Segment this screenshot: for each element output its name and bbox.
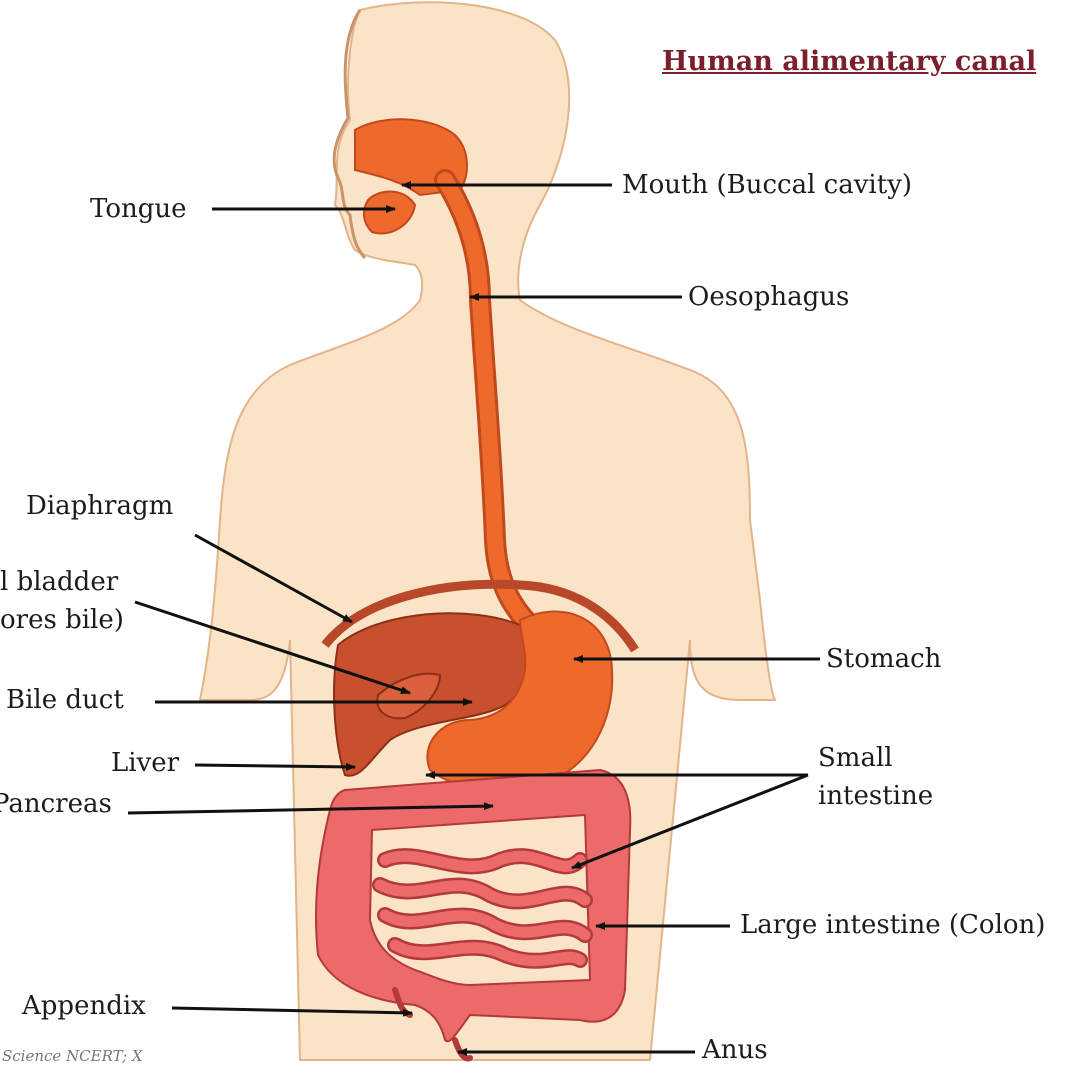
label-stomach: Stomach xyxy=(826,644,942,674)
label-small-intestine-line1: Small xyxy=(818,743,893,773)
diaphragm-leader xyxy=(194,533,353,624)
label-gall-bladder-line1: l bladder xyxy=(0,567,119,597)
label-appendix: Appendix xyxy=(22,991,146,1021)
label-diaphragm: Diaphragm xyxy=(26,491,174,521)
small-intestine-coil-fill xyxy=(374,850,591,967)
diaphragm-band xyxy=(321,579,639,653)
face-profile xyxy=(332,9,367,260)
small-intestine-organ xyxy=(372,848,593,969)
small-intestine-leader-2 xyxy=(571,773,809,870)
pancreas-leader xyxy=(127,802,494,815)
label-gall-bladder-line2: ores bile) xyxy=(0,605,124,635)
label-large-intestine: Large intestine (Colon) xyxy=(740,910,1046,940)
leader-lines xyxy=(127,181,820,1056)
label-mouth: Mouth (Buccal cavity) xyxy=(622,170,913,200)
label-pancreas: Pancreas xyxy=(0,789,112,819)
label-tongue: Tongue xyxy=(90,194,187,224)
diagram-title: Human alimentary canal xyxy=(662,46,1037,77)
liver-leader xyxy=(194,762,356,771)
label-oesophagus: Oesophagus xyxy=(688,282,850,312)
label-liver: Liver xyxy=(111,748,180,778)
appendix-leader xyxy=(171,1006,413,1017)
source-credit: Science NCERT; X xyxy=(2,1047,143,1065)
label-anus: Anus xyxy=(702,1035,768,1065)
label-bile-duct: Bile duct xyxy=(6,685,124,715)
oesophagus-fill xyxy=(437,172,538,633)
label-small-intestine-line2: intestine xyxy=(818,781,934,811)
gall-bladder-leader xyxy=(134,600,411,695)
gall-bladder-organ xyxy=(376,672,442,720)
